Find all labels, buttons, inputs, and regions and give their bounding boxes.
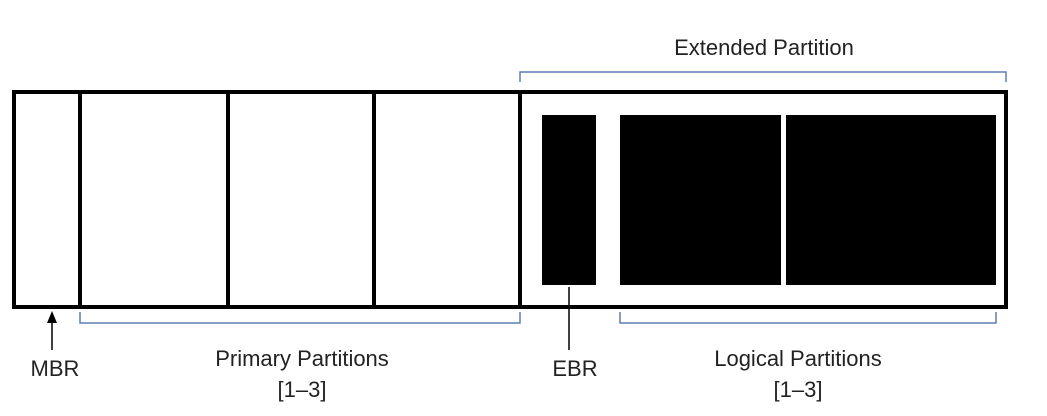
primary-partitions-bracket — [79, 312, 521, 324]
mbr-arrow-head — [47, 311, 57, 323]
logical-partitions-bracket — [619, 312, 997, 324]
logical-partitions-range: [1–3] — [774, 377, 823, 402]
ebr-block — [542, 115, 596, 285]
primary-partitions-label: Primary Partitions — [215, 346, 389, 371]
logical-partitions-label: Logical Partitions — [714, 346, 882, 371]
primary-partitions-range: [1–3] — [278, 377, 327, 402]
extended-partition-label: Extended Partition — [674, 35, 854, 60]
extended-partition-bracket — [519, 71, 1007, 82]
ebr-label: EBR — [552, 356, 597, 381]
logical-partition-block-2 — [786, 115, 996, 285]
mbr-label: MBR — [31, 356, 80, 381]
logical-partition-block-1 — [620, 115, 781, 285]
